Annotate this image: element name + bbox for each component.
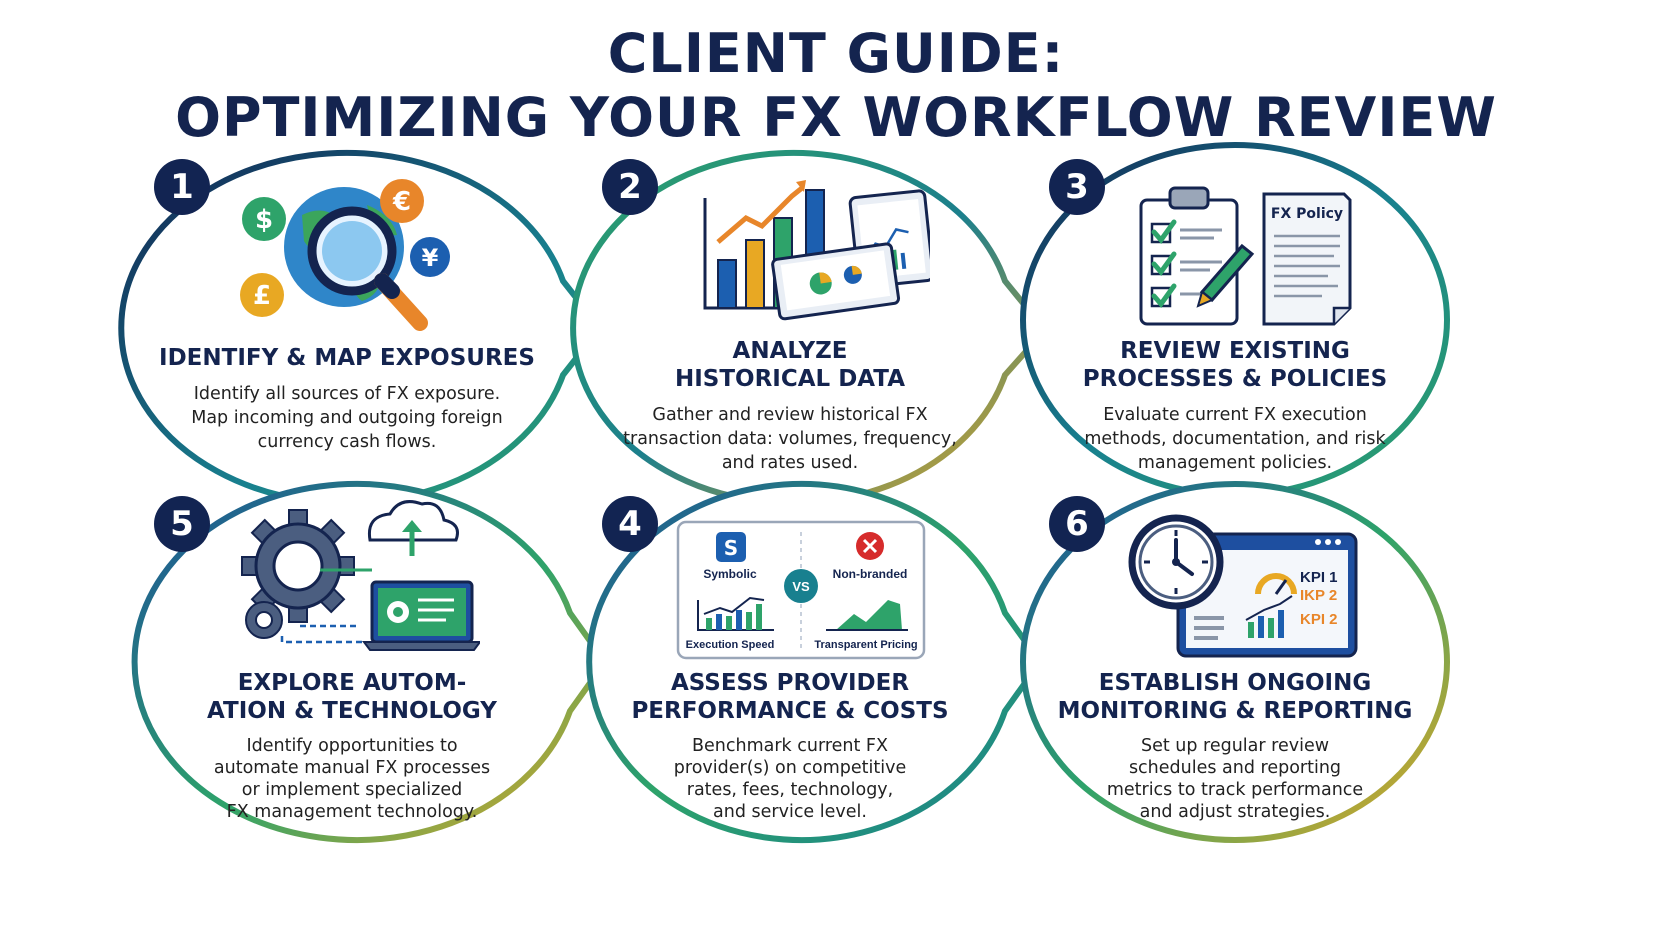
description-line: Identify opportunities to <box>246 736 458 756</box>
step-heading: ASSESS PROVIDER PERFORMANCE & COSTS <box>600 669 980 725</box>
step-heading-line: MONITORING & REPORTING <box>1057 698 1413 724</box>
step-description: Benchmark current FX provider(s) on comp… <box>600 735 980 823</box>
step-description: Identify opportunities to automate manua… <box>162 735 542 823</box>
step-number-badge: 1 <box>154 159 210 215</box>
description-line: automate manual FX processes <box>213 758 491 778</box>
step-heading-line: PERFORMANCE & COSTS <box>631 698 949 724</box>
description-line: and rates used. <box>721 453 859 473</box>
step-card-1: IDENTIFY & MAP EXPOSURES Identify all so… <box>157 344 537 454</box>
description-line: Evaluate current FX execution <box>1103 405 1367 425</box>
gears-cloud-laptop-icon <box>241 500 480 651</box>
description-line: transaction data: volumes, frequency, <box>623 429 957 449</box>
description-line: or implement specialized <box>241 780 463 800</box>
kpi-label: KPI 2 <box>1300 611 1338 628</box>
description-line: Gather and review historical FX <box>652 405 928 425</box>
description-line: Identify all sources of FX exposure. <box>193 384 501 404</box>
step-heading: EXPLORE AUTOM- ATION & TECHNOLOGY <box>162 669 542 725</box>
step-number-badge: 4 <box>602 496 658 552</box>
clock-dashboard-icon: KPI 1 IKP 2 KPI 2 <box>1128 514 1358 658</box>
step-number-badge: 5 <box>154 496 210 552</box>
description-line: management policies. <box>1137 453 1333 473</box>
step-card-2: ANALYZE HISTORICAL DATA Gather and revie… <box>600 337 980 475</box>
page-title: CLIENT GUIDE: OPTIMIZING YOUR FX WORKFLO… <box>0 22 1672 150</box>
description-line: Set up regular review <box>1140 736 1330 756</box>
yen-symbol: ¥ <box>422 244 439 272</box>
description-line: currency cash flows. <box>257 432 437 452</box>
description-line: FX management technology. <box>226 802 478 822</box>
step-heading: ESTABLISH ONGOING MONITORING & REPORTING <box>1045 669 1425 725</box>
description-line: and service level. <box>713 802 867 822</box>
bar-chart-laptop-icon <box>703 180 930 321</box>
provider-left-caption: Execution Speed <box>686 639 775 651</box>
provider-right-label: Non-branded <box>833 567 908 581</box>
bubble-step-1 <box>118 150 604 506</box>
description-line: Benchmark current FX <box>692 736 888 756</box>
kpi-label: KPI 1 <box>1300 569 1338 586</box>
title-line-2: OPTIMIZING YOUR FX WORKFLOW REVIEW <box>175 86 1497 149</box>
step-heading: ANALYZE HISTORICAL DATA <box>600 337 980 393</box>
description-line: Map incoming and outgoing foreign <box>191 408 503 428</box>
provider-left-label: Symbolic <box>703 567 757 581</box>
provider-comparison-icon: S Symbolic Non-branded VS Execution Spee… <box>676 520 926 660</box>
description-line: schedules and reporting <box>1128 758 1342 778</box>
step-card-6: ESTABLISH ONGOING MONITORING & REPORTING… <box>1045 669 1425 823</box>
step-description: Gather and review historical FX transact… <box>600 403 980 475</box>
kpi-label: IKP 2 <box>1300 587 1337 604</box>
description-line: methods, documentation, and risk <box>1084 429 1386 449</box>
step-heading-line: PROCESSES & POLICIES <box>1082 366 1388 392</box>
step-description: Identify all sources of FX exposure. Map… <box>157 382 537 454</box>
svg-text:S: S <box>724 536 738 560</box>
step-card-4: ASSESS PROVIDER PERFORMANCE & COSTS Benc… <box>600 669 980 823</box>
step-description: Set up regular review schedules and repo… <box>1045 735 1425 823</box>
description-line: and adjust strategies. <box>1139 802 1331 822</box>
step-heading-line: REVIEW EXISTING <box>1120 338 1350 364</box>
step-heading: IDENTIFY & MAP EXPOSURES <box>157 344 537 372</box>
step-card-3: REVIEW EXISTING PROCESSES & POLICIES Eva… <box>1045 337 1425 475</box>
step-heading-line: IDENTIFY & MAP EXPOSURES <box>159 345 535 371</box>
step-heading-line: ESTABLISH ONGOING <box>1098 670 1372 696</box>
fx-policy-label: FX Policy <box>1271 206 1343 222</box>
step-card-5: EXPLORE AUTOM- ATION & TECHNOLOGY Identi… <box>162 669 542 823</box>
step-heading: REVIEW EXISTING PROCESSES & POLICIES <box>1045 337 1425 393</box>
step-heading-line: ANALYZE <box>732 338 848 364</box>
euro-symbol: € <box>392 187 411 217</box>
description-line: provider(s) on competitive <box>673 758 907 778</box>
step-heading-line: EXPLORE AUTOM- <box>237 670 467 696</box>
provider-right-caption: Transparent Pricing <box>814 639 917 651</box>
step-description: Evaluate current FX execution methods, d… <box>1045 403 1425 475</box>
step-number-badge: 6 <box>1049 496 1105 552</box>
step-heading-line: ATION & TECHNOLOGY <box>207 698 497 724</box>
vs-label: VS <box>792 579 810 594</box>
dollar-symbol: $ <box>255 205 273 235</box>
pound-symbol: £ <box>253 281 271 311</box>
title-line-1: CLIENT GUIDE: <box>607 22 1065 85</box>
step-heading-line: ASSESS PROVIDER <box>670 670 910 696</box>
step-heading-line: HISTORICAL DATA <box>674 366 906 392</box>
step-number-badge: 2 <box>602 159 658 215</box>
step-number-badge: 3 <box>1049 159 1105 215</box>
clipboard-policy-icon: FX Policy <box>1139 186 1352 326</box>
globe-magnifier-currency-icon: $ € ¥ £ <box>240 179 450 331</box>
description-line: rates, fees, technology, <box>686 780 894 800</box>
description-line: metrics to track performance <box>1106 780 1364 800</box>
